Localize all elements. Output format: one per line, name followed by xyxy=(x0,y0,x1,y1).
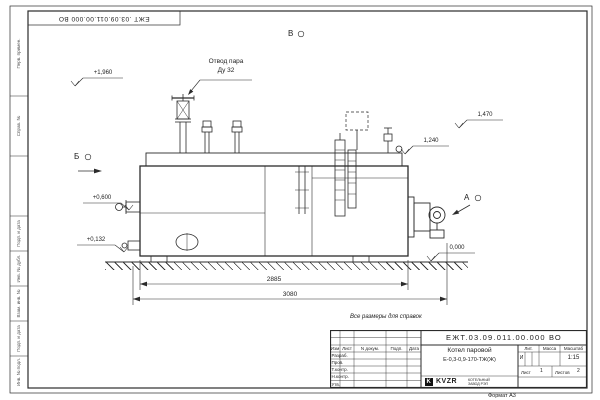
tb-lit-value: И xyxy=(519,355,524,361)
company-caption-line2: ЗАВОД РЭП xyxy=(468,382,489,386)
product-name-line1: Котел паровой xyxy=(447,347,492,354)
reference-note: Все размеры для справок xyxy=(350,314,422,320)
steam-outlet-callout-line2: Ду 32 xyxy=(217,67,235,74)
tb-row-utv: Утв. xyxy=(331,381,341,387)
tb-row-razrab: Разраб. xyxy=(331,353,348,358)
margin-label-vzam-inv: Взам. инв. № xyxy=(16,289,21,318)
tb-row-tkontr: Т.контр. xyxy=(331,367,348,372)
elevation-0132: +0,132 xyxy=(86,237,106,243)
tb-header-list: Лист xyxy=(342,346,352,351)
ground-hatch xyxy=(105,262,468,270)
elevation-1240: 1,240 xyxy=(423,138,439,144)
tb-header-sign: Подп. xyxy=(390,346,403,351)
margin-label-podp-data-2: Подп. и дата xyxy=(16,325,21,352)
view-arrows xyxy=(78,30,482,215)
elevation-marks xyxy=(70,77,503,262)
left-fittings xyxy=(115,200,141,251)
dimension-lines xyxy=(132,243,448,305)
burner-assembly xyxy=(407,196,446,239)
instrument-fittings xyxy=(295,111,403,217)
boiler-body xyxy=(139,152,409,263)
elevation-1960: +1,960 xyxy=(93,70,113,76)
format-label: Формат А3 xyxy=(488,392,516,399)
steam-outlet-callout-line1: Отвод пара xyxy=(208,58,244,65)
sheet-frame xyxy=(9,5,593,394)
tb-sheets-label: Листов xyxy=(555,369,570,375)
view-label-left: Б xyxy=(74,152,80,161)
tb-sheets-value: 2 xyxy=(577,368,580,374)
tb-header-date: Дата xyxy=(409,346,419,351)
tb-row-prov: Пров. xyxy=(331,360,344,365)
title-block-designation: ЕЖТ.03.09.011.00.000 ВО xyxy=(446,333,562,342)
company-caption-line1: КОТЕЛЬНЫЙ xyxy=(468,377,490,382)
tb-header-izm: Изм xyxy=(330,346,340,351)
elevation-0600: +0,600 xyxy=(92,195,112,201)
top-pipes xyxy=(201,120,243,153)
tb-sheet-value: 1 xyxy=(540,368,543,374)
tb-row-nkontr: Н.контр. xyxy=(331,374,349,379)
margin-label-sprav-no: Справ. № xyxy=(16,115,21,137)
tb-scale-label: Масштаб xyxy=(563,346,584,351)
kvzr-logo-letter: K xyxy=(426,379,431,385)
tb-scale-value: 1:15 xyxy=(567,355,580,361)
tb-lit-label: Лит. xyxy=(524,346,533,351)
elevation-1470: 1,470 xyxy=(477,112,493,118)
callout-leader xyxy=(188,79,252,95)
view-label-right: А xyxy=(464,193,470,202)
dimension-3080: 3080 xyxy=(282,291,298,298)
top-margin-designation: ЕЖТ .03.09.011.00.000 ВО xyxy=(58,15,150,22)
title-block: ЕЖТ.03.09.011.00.000 ВО Изм Лист N докум… xyxy=(330,330,587,388)
dimension-2885: 2885 xyxy=(266,276,282,283)
tb-header-doc: N докум. xyxy=(360,346,380,351)
kvzr-logo-mark xyxy=(425,378,433,386)
tb-mass-label: Масса xyxy=(542,346,557,351)
view-label-top: В xyxy=(288,29,294,38)
tb-sheet-label: Лист xyxy=(521,369,531,375)
margin-label-inv-podl: Инв. № подл. xyxy=(16,357,21,387)
margin-label-podp-data-1: Подп. и дата xyxy=(16,220,21,247)
elevation-0000: 0,000 xyxy=(449,245,465,251)
margin-label-perv-primen: Перв. примен. xyxy=(16,38,21,69)
kvzr-logo-text: KVZR xyxy=(436,378,458,385)
title-block-grid xyxy=(330,330,587,388)
product-name-line2: Е-0,3-0,9-170-ТЖ(Ж) xyxy=(443,357,496,363)
margin-label-inv-dubl: Инв. № дубл. xyxy=(16,254,21,283)
steam-outlet-valve xyxy=(171,94,195,153)
